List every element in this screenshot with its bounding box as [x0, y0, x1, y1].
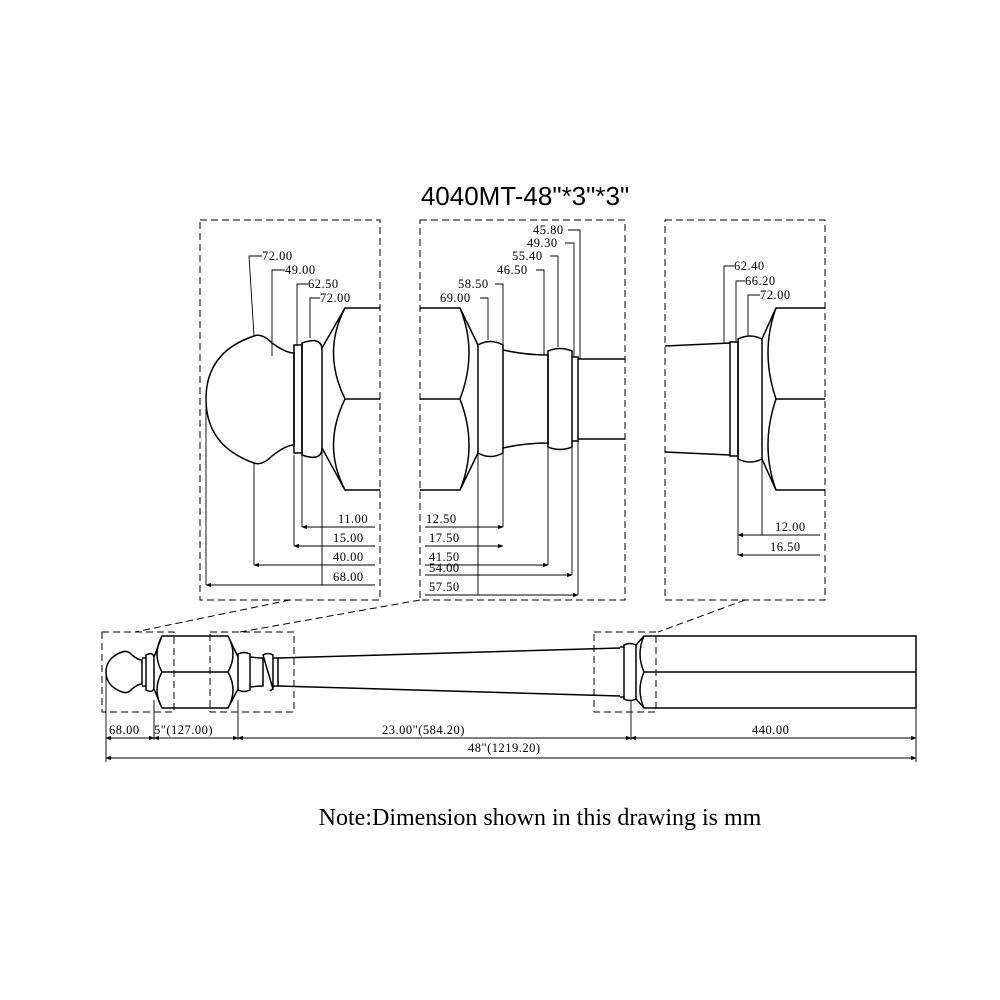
- left-dia-2: 49.00: [285, 263, 316, 277]
- mid-dia-5: 58.50: [458, 277, 489, 291]
- mid-dia-2: 49.30: [527, 236, 558, 250]
- right-dia-3: 72.00: [760, 288, 791, 302]
- detail-right: 62.40 66.20 72.00 12.00 16.50: [664, 219, 826, 601]
- left-dia-1: 72.00: [262, 249, 293, 263]
- left-len-4: 68.00: [333, 570, 364, 584]
- mid-dia-1: 45.80: [533, 223, 564, 237]
- detail-connector-left: [134, 599, 291, 633]
- right-len-1: 12.00: [775, 520, 806, 534]
- drawing-title: 4040MT-48"*3"*3": [421, 181, 629, 211]
- detail-middle: 45.80 49.30 55.40 46.50 58.50 69.00 12.5…: [419, 219, 626, 601]
- mid-dia-3: 55.40: [512, 249, 543, 263]
- right-rod: [664, 342, 731, 456]
- mid-len-1: 12.50: [426, 512, 457, 526]
- middle-ring-1: [477, 340, 504, 458]
- mid-dia-6: 69.00: [440, 291, 471, 305]
- units-note: Note:Dimension shown in this drawing is …: [319, 805, 762, 831]
- right-len-2: 16.50: [770, 540, 801, 554]
- post-end-middle: [420, 307, 479, 491]
- full-finial: [105, 650, 155, 694]
- mid-dia-4: 46.50: [497, 263, 528, 277]
- full-post-right: [635, 635, 917, 709]
- mid-len-4: 54.00: [429, 561, 460, 575]
- left-len-1: 11.00: [338, 512, 368, 526]
- mid-len-2: 17.50: [429, 531, 460, 545]
- post-stub-right: [761, 307, 825, 491]
- full-rings: [237, 651, 279, 693]
- overall-seg-3: 23.00"(584.20): [382, 723, 465, 737]
- overall-seg-4: 440.00: [752, 723, 789, 737]
- mid-len-5: 57.50: [429, 580, 460, 594]
- detail-left: 72.00 49.00 62.50 72.00 11.00 15.00 40.0…: [199, 219, 381, 601]
- middle-cove: [502, 349, 549, 449]
- finial-ring: [301, 339, 323, 459]
- full-rod: [277, 647, 621, 697]
- post-stub-left: [321, 307, 380, 491]
- full-post-left: [153, 635, 239, 709]
- overall-total: 48"(1219.20): [468, 741, 541, 755]
- detail-middle-frame: [419, 219, 626, 601]
- detail-connector-right: [657, 599, 746, 633]
- right-dia-2: 66.20: [745, 274, 776, 288]
- full-view: 68.00 5"(127.00) 23.00"(584.20) 440.00 4…: [101, 631, 917, 762]
- full-rings-right: [620, 642, 637, 702]
- finial-ball: [205, 334, 295, 465]
- left-len-2: 15.00: [333, 531, 364, 545]
- right-dia-1: 62.40: [734, 259, 765, 273]
- left-dia-4: 72.00: [320, 291, 351, 305]
- left-len-3: 40.00: [333, 550, 364, 564]
- right-collar: [729, 341, 739, 457]
- left-dia-3: 62.50: [308, 277, 339, 291]
- mid-len-3: 41.50: [429, 550, 460, 564]
- middle-ring-2: [547, 347, 573, 451]
- finial-collar: [293, 344, 303, 454]
- middle-neck: [572, 356, 625, 442]
- overall-seg-1: 68.00: [109, 723, 140, 737]
- right-ring: [737, 335, 763, 463]
- overall-seg-2: 5"(127.00): [154, 723, 213, 737]
- detail-connector-middle: [239, 599, 421, 633]
